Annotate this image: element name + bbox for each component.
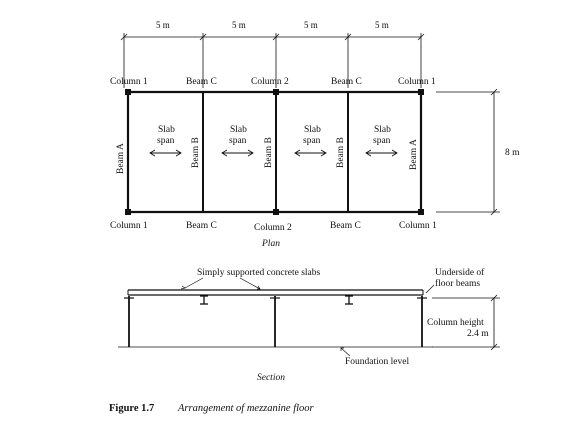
- section-view: [118, 277, 500, 357]
- top-label-column-1-right: Column 1: [398, 77, 436, 87]
- beam-b-2-label: Beam B: [264, 137, 274, 168]
- plan-view: [120, 33, 500, 216]
- leader-lines: [180, 277, 435, 357]
- slab-label-4: Slab: [374, 125, 391, 135]
- span-label-4: span: [373, 136, 391, 146]
- slabs-label: Simply supported concrete slabs: [197, 268, 321, 278]
- underside-label-line1: Underside of: [435, 267, 485, 278]
- slab-label-3: Slab: [304, 125, 321, 135]
- bottom-label-column-1-right: Column 1: [399, 221, 437, 231]
- beam-a-right-label: Beam A: [409, 139, 419, 170]
- plan-labels: 5 m 5 m 5 m 5 m Column 1 Beam C Column 2…: [110, 20, 520, 249]
- top-label-column-2: Column 2: [251, 77, 289, 87]
- beam-b-1-label: Beam B: [191, 137, 201, 168]
- figure-caption: Figure 1.7 Arrangement of mezzanine floo…: [109, 403, 315, 414]
- column-marker: [125, 89, 131, 95]
- bottom-label-column-2: Column 2: [254, 223, 292, 233]
- span-label-1: span: [157, 136, 175, 146]
- height-dim-label: 8 m: [505, 148, 520, 158]
- column-height-label-line2: 2.4 m: [467, 329, 489, 339]
- section-view-title: Section: [257, 373, 285, 383]
- plan-view-title: Plan: [261, 239, 280, 249]
- section-labels: Simply supported concrete slabs Undersid…: [197, 267, 489, 383]
- top-label-beam-c-right: Beam C: [331, 77, 362, 87]
- span-label-2: span: [229, 136, 247, 146]
- column-height-label-line1: Column height: [427, 318, 484, 328]
- beam-a-left-label: Beam A: [116, 143, 126, 174]
- span-label-3: span: [303, 136, 321, 146]
- dimension-ticks: [120, 33, 425, 88]
- bottom-label-beam-c-left: Beam C: [186, 221, 217, 231]
- column-marker: [273, 89, 279, 95]
- top-label-column-1-left: Column 1: [110, 77, 148, 87]
- bottom-label-column-1-left: Column 1: [110, 221, 148, 231]
- column-marker: [418, 89, 424, 95]
- column-marker: [125, 209, 131, 215]
- slab-span-arrows: [149, 149, 398, 157]
- slab-label-1: Slab: [158, 125, 175, 135]
- column-markers: [125, 89, 424, 215]
- slab-label-2: Slab: [230, 125, 247, 135]
- dim-label-4: 5 m: [375, 20, 389, 30]
- beam-b-3-label: Beam B: [336, 137, 346, 168]
- foundation-label: Foundation level: [345, 357, 409, 367]
- caption-text: Arrangement of mezzanine floor: [177, 403, 315, 414]
- bottom-label-beam-c-right: Beam C: [330, 221, 361, 231]
- dim-label-1: 5 m: [156, 20, 170, 30]
- column-marker: [273, 209, 279, 215]
- top-label-beam-c-left: Beam C: [186, 77, 217, 87]
- dim-label-2: 5 m: [232, 20, 246, 30]
- dim-label-3: 5 m: [304, 20, 318, 30]
- underside-label-line2: floor beams: [435, 278, 480, 289]
- caption-label: Figure 1.7: [109, 403, 154, 414]
- column-marker: [418, 209, 424, 215]
- section-columns: [128, 296, 423, 347]
- beam-b-sections: [200, 295, 353, 305]
